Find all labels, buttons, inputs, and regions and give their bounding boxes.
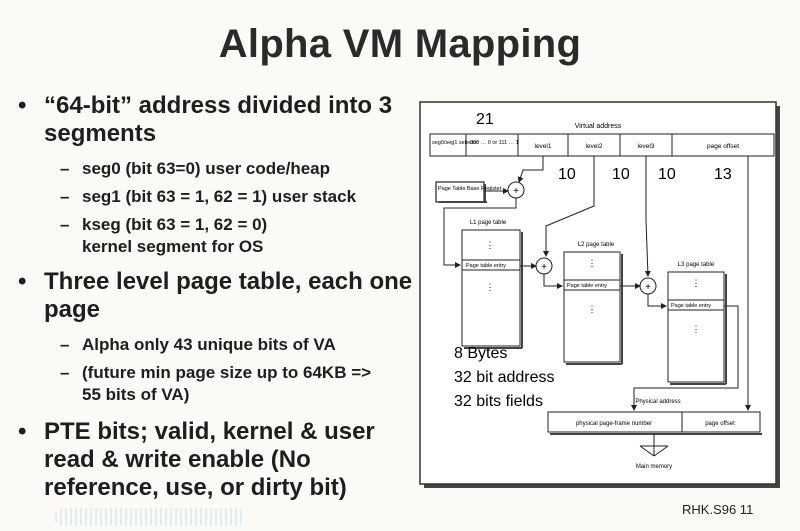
width-label-level1: 10	[558, 166, 576, 183]
adder-2-symbol: +	[541, 262, 547, 273]
l1-ellipsis-top: ⋮	[486, 240, 495, 250]
ptbr-label: Page Table Base Register	[438, 186, 502, 192]
virtual-address-title: Virtual address	[575, 123, 622, 130]
l2-page-table-label: L2 page table	[578, 242, 615, 248]
l2-pte-label: Page table entry	[567, 283, 607, 289]
l3-page-table	[667, 271, 727, 385]
va-field-sign: 000 … 0 or 111 … 1	[470, 140, 519, 146]
bullet-text: “64-bit” address divided into 3 segments	[44, 92, 393, 147]
bullet-text: PTE bits; valid, kernel & user read & wr…	[44, 418, 375, 501]
l1-page-table-label: L1 page table	[470, 220, 507, 226]
l3-pte-label: Page table entry	[671, 303, 711, 309]
sub-bullet-text: (future min page size up to 64KB => 55 b…	[82, 363, 372, 404]
pa-field-page-offset: page offset	[705, 421, 735, 427]
adder3-to-l3-line	[647, 294, 667, 309]
adder2-to-l2-line	[543, 274, 563, 289]
sub-bullet-text: seg0 (bit 63=0) user code/heap	[82, 159, 331, 178]
level3-to-adder3-line	[644, 156, 651, 277]
sub-bullet-text: seg1 (bit 63 = 1, 62 = 1) user stack	[82, 187, 357, 206]
sub-bullet-text: kseg (bit 63 = 1, 62 = 0) kernel segment…	[82, 215, 268, 256]
virtual-address-register	[429, 133, 775, 157]
l3-page-table-label: L3 page table	[678, 262, 715, 268]
width-label-offset: 13	[714, 166, 732, 183]
l2-page-table	[563, 251, 623, 365]
va-field-level3: level3	[638, 143, 655, 150]
l2-ellipsis-top: ⋮	[588, 258, 597, 268]
bullet-glyph: •	[18, 268, 27, 295]
va-field-level1: level1	[535, 143, 552, 150]
l1-pte-label: Page table entry	[466, 263, 506, 269]
width-label-level3: 10	[658, 166, 676, 183]
dash-glyph: –	[60, 215, 70, 234]
main-memory-label: Main memory	[636, 464, 672, 470]
sub-bullet-text: Alpha only 43 unique bits of VA	[82, 335, 336, 354]
va-field-selector: seg0/seg1 selector	[432, 140, 478, 146]
adder-3-symbol: +	[645, 282, 651, 293]
scan-smudge	[55, 508, 245, 526]
physical-address-register	[547, 411, 762, 435]
l3-to-pfn-line	[631, 305, 739, 411]
slide-footer: RHK.S96 11	[682, 502, 754, 517]
annotation-8-bytes: 8 Bytes	[454, 345, 507, 362]
annotation-32-bits-fields: 32 bits fields	[454, 393, 543, 410]
width-label-level2: 10	[612, 166, 630, 183]
bullet-glyph: •	[18, 418, 27, 445]
va-field-level2: level2	[586, 143, 603, 150]
adder1-to-l1-line	[443, 198, 517, 268]
vm-mapping-diagram: 21 Virtual address seg0/seg1 selector 00…	[419, 101, 780, 488]
width-label-21: 21	[476, 111, 494, 128]
va-field-page-offset: page offset	[707, 143, 739, 150]
slide-title: Alpha VM Mapping	[218, 22, 582, 66]
dash-glyph: –	[60, 187, 70, 206]
annotation-32-bit-address: 32 bit address	[454, 369, 555, 386]
bullet-glyph: •	[18, 92, 27, 119]
l3-ellipsis-top: ⋮	[692, 278, 701, 288]
l1-ellipsis-bottom: ⋮	[486, 282, 495, 292]
adder-1-symbol: +	[513, 186, 519, 197]
main-memory-bus	[639, 434, 669, 457]
dash-glyph: –	[60, 159, 70, 178]
level1-to-adder-line	[517, 156, 544, 183]
l2-ellipsis-bottom: ⋮	[588, 304, 597, 314]
bullet-text: Three level page table, each one page	[44, 268, 413, 323]
page-table-base-register	[435, 181, 487, 203]
physical-address-title: Physical address	[635, 399, 680, 405]
l1-page-table	[461, 229, 523, 349]
l3-ellipsis-bottom: ⋮	[692, 324, 701, 334]
dash-glyph: –	[60, 335, 70, 354]
dash-glyph: –	[60, 363, 70, 382]
pa-field-pfn: physical page-frame number	[576, 421, 652, 427]
level2-to-adder2-line	[543, 156, 595, 257]
